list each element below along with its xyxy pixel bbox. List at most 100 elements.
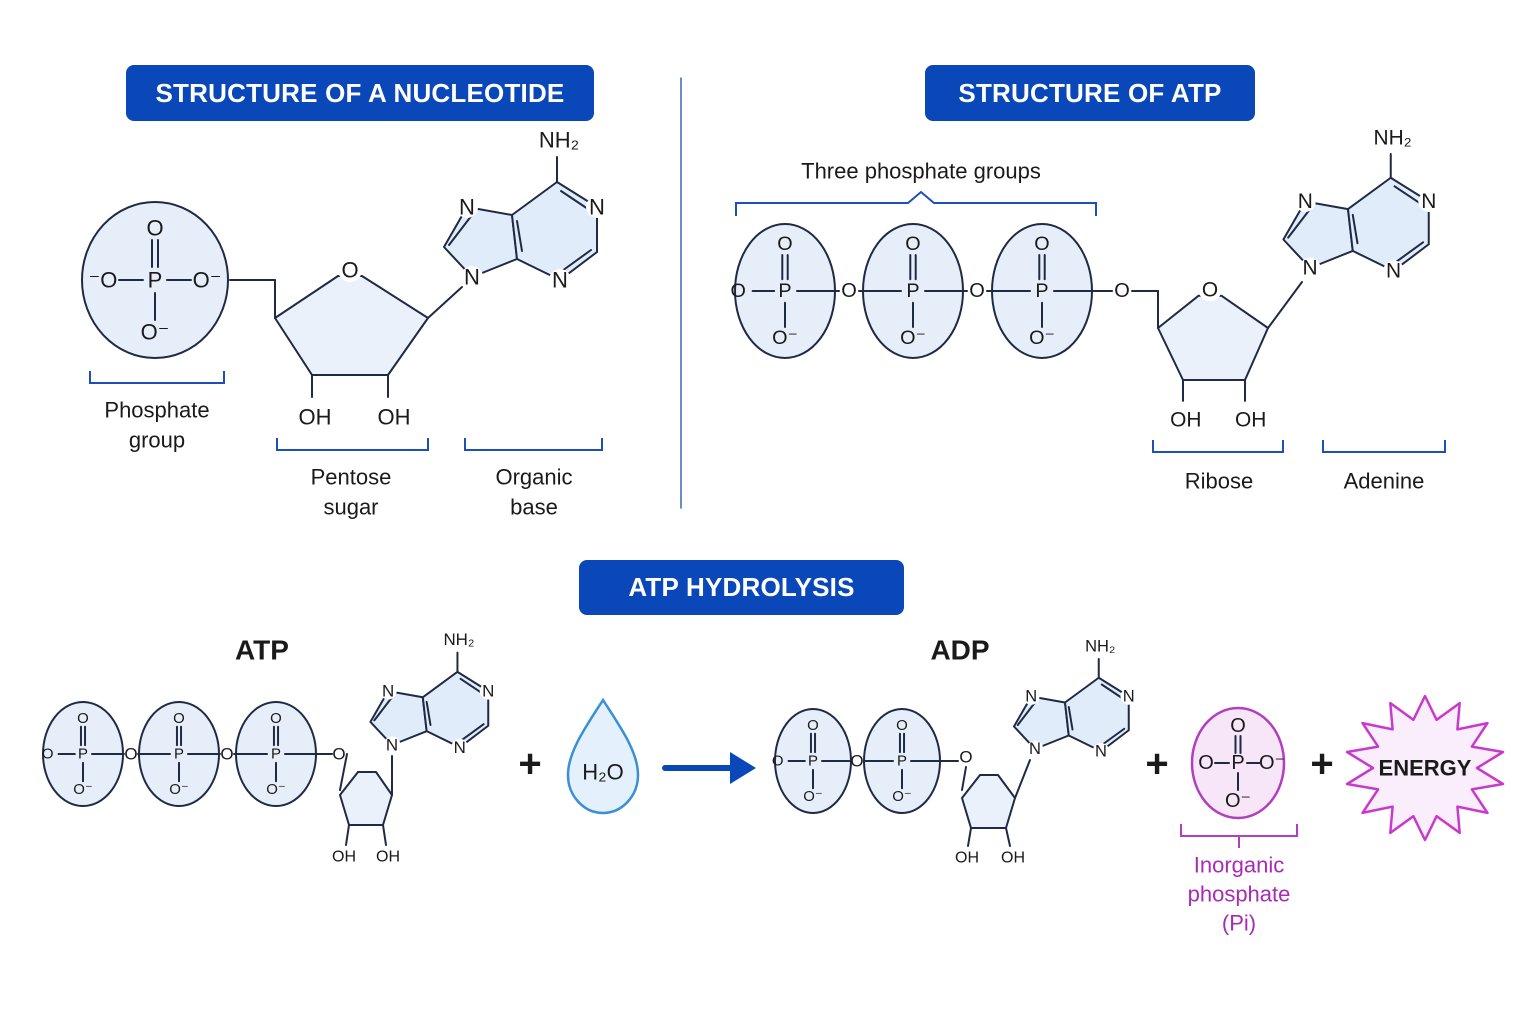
amino-group: NH₂ — [539, 128, 579, 153]
water-drop-icon — [566, 697, 640, 815]
plus-sign: + — [1145, 742, 1168, 786]
pyrimidine-ring — [1347, 176, 1430, 272]
imidazole-ring — [443, 206, 518, 278]
double-bond — [561, 249, 592, 272]
phosphorus-atom: P — [78, 746, 88, 763]
atom-background — [1294, 191, 1316, 212]
bridging-oxygen-atom: O — [959, 748, 972, 767]
atom-background — [1299, 257, 1321, 279]
nitrogen-atom: N — [382, 682, 394, 701]
hydroxyl-group: OH — [299, 405, 332, 430]
phosphate-label: group — [129, 428, 185, 453]
atom-background — [1383, 260, 1405, 282]
hydroxyl-group: OH — [1170, 408, 1201, 431]
oxygen-minus-atom: O⁻ — [892, 788, 912, 805]
pi-label: (Pi) — [1222, 911, 1256, 936]
ribose-bracket — [1152, 440, 1284, 453]
oxygen-atom: O — [173, 710, 185, 727]
nitrogen-atom: N — [1029, 740, 1041, 758]
energy-label: ENERGY — [1379, 756, 1472, 781]
phosphorus-atom: P — [1035, 280, 1048, 302]
energy-burst-icon — [1345, 694, 1505, 842]
oxygen-right-atom: O⁻ — [1259, 752, 1285, 774]
phosphorus-atom: P — [1231, 752, 1244, 774]
oxygen-minus-atom: O⁻ — [772, 327, 798, 349]
oxygen-minus-atom: O⁻ — [169, 781, 189, 798]
adenine-bracket — [1322, 440, 1446, 453]
double-bond — [1016, 701, 1036, 726]
double-bond — [1067, 706, 1074, 731]
bridging-oxygen-atom: O — [332, 745, 345, 764]
bridging-oxygen-atom: O — [220, 745, 233, 764]
double-bond — [516, 220, 523, 252]
oxygen-atom: O — [896, 717, 908, 734]
nitrogen-atom: N — [1025, 688, 1037, 706]
oxygen-left-atom: O — [42, 746, 54, 763]
nitrogen-atom: N — [1095, 742, 1107, 760]
amino-group: NH₂ — [443, 630, 474, 649]
nitrogen-atom: N — [386, 736, 398, 755]
bridging-oxygen-atom: O — [1114, 280, 1130, 302]
nitrogen-atom: N — [454, 738, 466, 757]
nitrogen-atom: N — [1421, 190, 1436, 213]
pyrimidine-ring — [1064, 676, 1130, 753]
double-bond — [1287, 208, 1311, 239]
bond — [967, 827, 972, 847]
phosphorus-atom: P — [778, 280, 791, 302]
plus-sign: + — [1310, 742, 1333, 786]
oxygen-atom: O — [146, 216, 163, 241]
oxygen-atom: O — [270, 710, 282, 727]
nitrogen-atom: N — [1298, 190, 1313, 213]
pyrimidine-ring — [511, 181, 598, 281]
pi-label: Inorganic — [1194, 853, 1285, 878]
amino-group: NH₂ — [1085, 637, 1115, 655]
nitrogen-atom: N — [464, 265, 480, 290]
nitrogen-atom: N — [1386, 259, 1401, 282]
double-bond — [1394, 241, 1425, 264]
double-bond — [1393, 185, 1425, 207]
adp-label: ADP — [930, 635, 989, 666]
reaction-arrow-head — [730, 752, 756, 784]
oxygen-left-atom: ⁻O — [89, 268, 118, 293]
double-bond — [1101, 727, 1126, 746]
pi-bracket — [1180, 824, 1298, 848]
atom-background — [479, 682, 497, 700]
oxygen-atom: O — [905, 233, 920, 255]
pentose-ring-outline — [1157, 294, 1269, 381]
bridging-oxygen-atom: O — [850, 752, 863, 771]
phosphates-bracket — [735, 190, 1097, 216]
nitrogen-atom: N — [1302, 257, 1317, 280]
nucleotide-title: STRUCTURE OF A NUCLEOTIDE — [126, 65, 594, 121]
nitrogen-atom: N — [589, 195, 605, 220]
sugar-label: Pentose — [311, 465, 392, 490]
double-bond — [373, 696, 393, 722]
phosphate-group: POO⁻O — [731, 223, 836, 359]
atom-background — [461, 266, 483, 288]
base-label: base — [510, 495, 558, 520]
atom-background — [586, 196, 608, 218]
base-bracket — [464, 438, 603, 451]
double-bond — [1351, 213, 1359, 245]
phosphates-label: Three phosphate groups — [801, 159, 1041, 184]
sugar-bracket — [276, 438, 429, 451]
double-bond — [448, 214, 473, 246]
atom-background — [383, 736, 401, 754]
oxygen-atom: O — [1230, 715, 1246, 737]
plus-sign: + — [518, 742, 541, 786]
bridging-oxygen-atom: O — [124, 745, 137, 764]
atom-background — [1418, 191, 1440, 212]
imidazole-ring — [1013, 695, 1070, 750]
phosphate-label: Phosphate — [104, 398, 209, 423]
imidazole-ring — [1282, 200, 1354, 269]
phosphorus-atom: P — [174, 746, 184, 763]
atom-background — [379, 682, 397, 700]
phosphate-ellipse — [81, 201, 229, 359]
